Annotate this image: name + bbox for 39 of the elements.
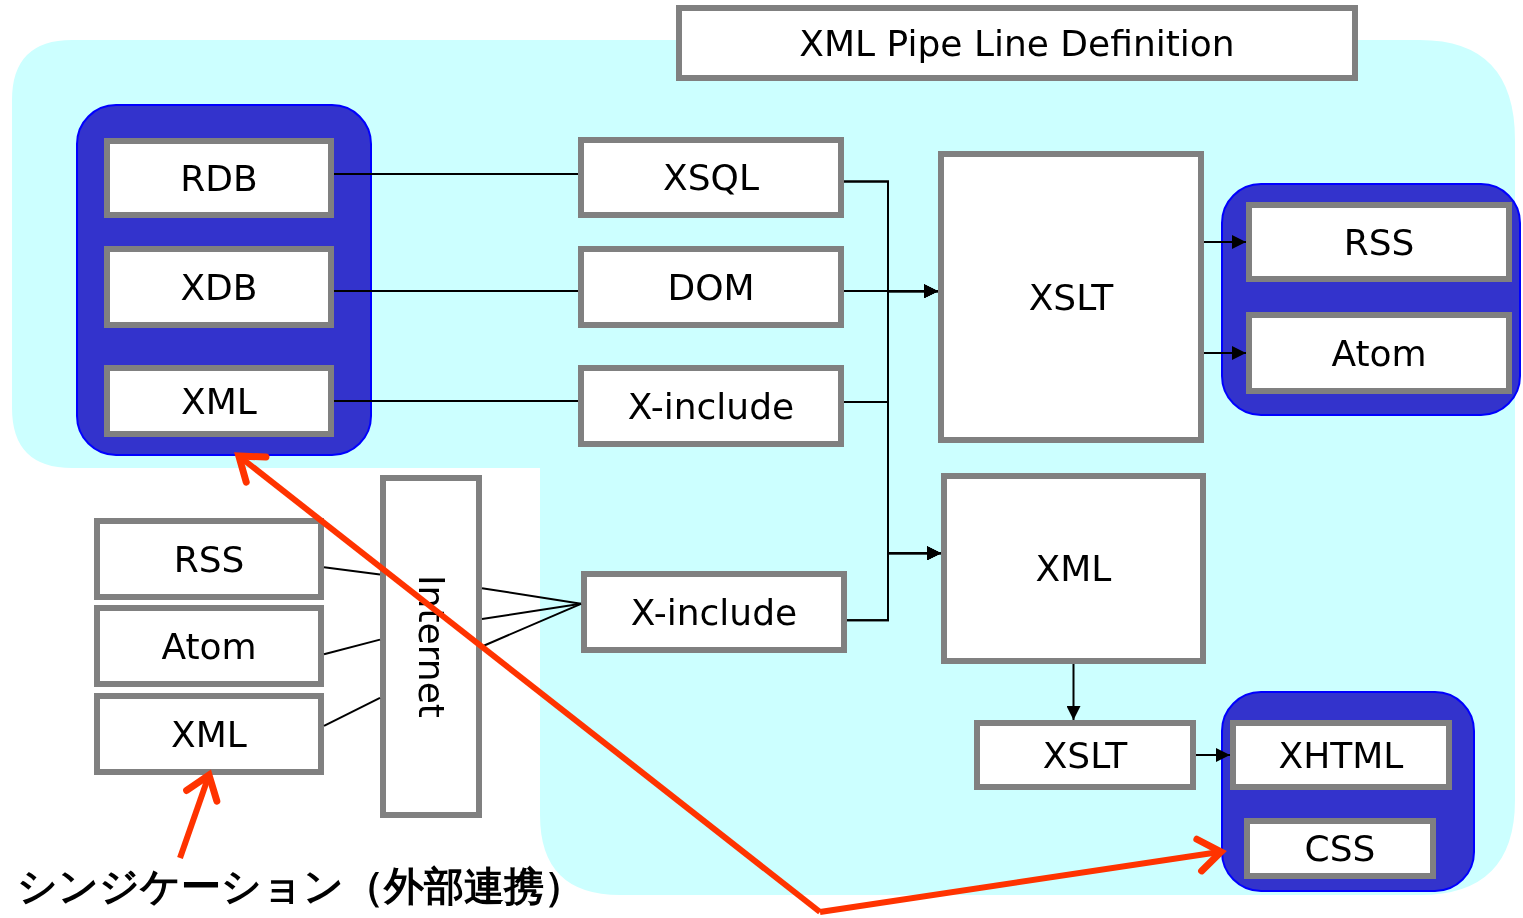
process-box: RSS <box>1246 202 1512 282</box>
arrow <box>1066 663 1081 721</box>
process-box: XSLT <box>938 151 1204 443</box>
process-box: RSS <box>94 518 324 600</box>
callout-text: シンジケーション（外部連携） <box>0 858 600 914</box>
process-box: X-include <box>578 365 844 447</box>
process-box: Atom <box>94 605 324 687</box>
connector-line <box>333 173 579 175</box>
connector-line <box>323 638 381 656</box>
arrow <box>1203 346 1247 360</box>
connector-line <box>323 566 381 576</box>
process-box: XML <box>94 693 324 775</box>
process-box: XSLT <box>974 720 1196 790</box>
connector-line <box>333 400 579 402</box>
connector-line <box>333 290 579 293</box>
process-box: XML <box>941 473 1206 664</box>
process-box: CSS <box>1244 818 1436 879</box>
group-panel <box>1221 691 1475 892</box>
process-box: X-include <box>581 571 847 653</box>
connector-line <box>481 602 582 621</box>
group-panel <box>1221 183 1521 416</box>
arrow <box>1195 748 1231 762</box>
connector-line <box>323 696 381 727</box>
connector-line <box>481 587 582 605</box>
arrow <box>1203 235 1247 249</box>
process-box: Atom <box>1246 312 1512 394</box>
arrow <box>235 452 822 915</box>
arrow <box>177 771 221 859</box>
group-panel <box>76 104 372 456</box>
process-box: XML <box>104 365 334 437</box>
connector-line <box>481 602 582 648</box>
arrow <box>819 835 1225 915</box>
title-box: XML Pipe Line Definition <box>676 5 1358 81</box>
process-box: XHTML <box>1230 720 1452 790</box>
arrow <box>846 546 942 622</box>
process-box: DOM <box>578 246 844 328</box>
process-box: RDB <box>104 138 334 218</box>
process-box: XDB <box>104 246 334 328</box>
process-box: XSQL <box>578 137 844 218</box>
